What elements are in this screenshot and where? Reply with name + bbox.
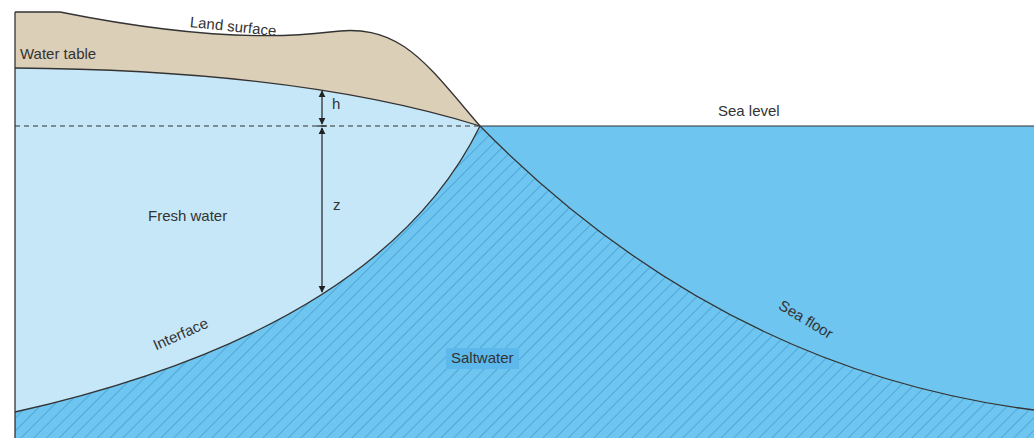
sea-level-dashed [15,126,480,127]
land [15,12,480,126]
z-label: z [333,197,341,214]
fresh-water-label: Fresh water [148,208,227,225]
sea-level-label: Sea level [718,103,780,120]
h-label: h [332,96,340,113]
water-table-line [15,68,480,126]
saltwater-label: Saltwater [446,348,519,369]
h-dimension [321,91,322,124]
land-surface-line [15,12,480,126]
section-edge [14,12,15,438]
z-dimension [321,128,322,292]
interface-line [15,126,480,412]
saltwater-zone [15,126,1034,438]
sea-floor-line [480,126,1034,410]
water-table-label: Water table [20,46,96,63]
dimension-tick [317,125,327,126]
sea-level-line [480,125,1034,126]
saltwater-hatching [15,126,1034,438]
